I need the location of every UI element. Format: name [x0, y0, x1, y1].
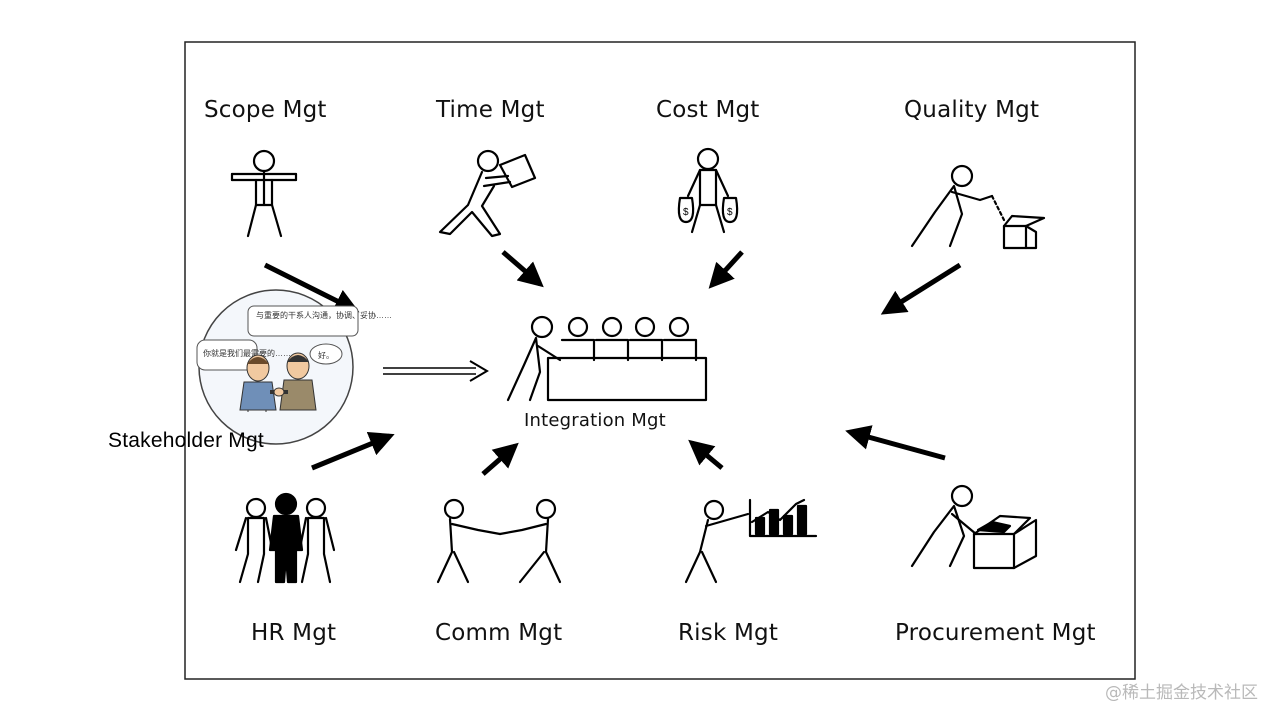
arrow-time — [501, 250, 544, 288]
hr-mgt-label: HR Mgt — [251, 620, 337, 646]
arrow-comm — [481, 442, 519, 476]
integration-mgt-label: Integration Mgt — [524, 410, 666, 431]
group-of-people-icon — [234, 492, 336, 584]
arrow-procurement — [845, 425, 946, 461]
handshake-cartoon-icon: 与重要的干系人沟通，协调、妥协…… 你就是我们最需要的…… 好。 — [196, 289, 392, 445]
arrow-stakeholder — [383, 360, 489, 382]
team-at-table-icon — [506, 315, 708, 402]
person-arms-out-icon — [230, 149, 298, 238]
arrow-risk — [688, 439, 724, 470]
procurement-mgt-label: Procurement Mgt — [895, 620, 1096, 646]
arrow-hr — [311, 432, 395, 471]
stakeholder-mgt-label: Stakeholder Mgt — [108, 429, 264, 452]
two-people-shaking-hands-icon — [436, 498, 562, 584]
arrow-quality — [880, 262, 962, 315]
quality-mgt-label: Quality Mgt — [904, 97, 1040, 123]
arrow-scope — [263, 262, 360, 313]
time-mgt-label: Time Mgt — [436, 97, 545, 123]
comm-mgt-label: Comm Mgt — [435, 620, 563, 646]
bubble-top-text: 与重要的干系人沟通，协调、妥协…… — [256, 310, 392, 320]
watermark: @稀土掘金技术社区 — [1105, 683, 1258, 703]
bubble-left-text: 你就是我们最需要的…… — [203, 348, 291, 358]
person-pointing-at-chart-icon — [684, 498, 818, 584]
scope-mgt-label: Scope Mgt — [204, 97, 327, 123]
svg-text:$: $ — [727, 207, 733, 218]
svg-text:$: $ — [683, 207, 689, 218]
person-holding-money-bags-icon: $ $ — [677, 147, 739, 234]
cost-mgt-label: Cost Mgt — [656, 97, 760, 123]
arrow-cost — [708, 250, 744, 289]
risk-mgt-label: Risk Mgt — [678, 620, 779, 646]
bubble-right-text: 好。 — [318, 350, 334, 360]
person-carrying-box-icon — [438, 149, 537, 238]
person-packing-box-icon — [910, 484, 1038, 570]
person-inspecting-box-icon — [910, 164, 1046, 250]
